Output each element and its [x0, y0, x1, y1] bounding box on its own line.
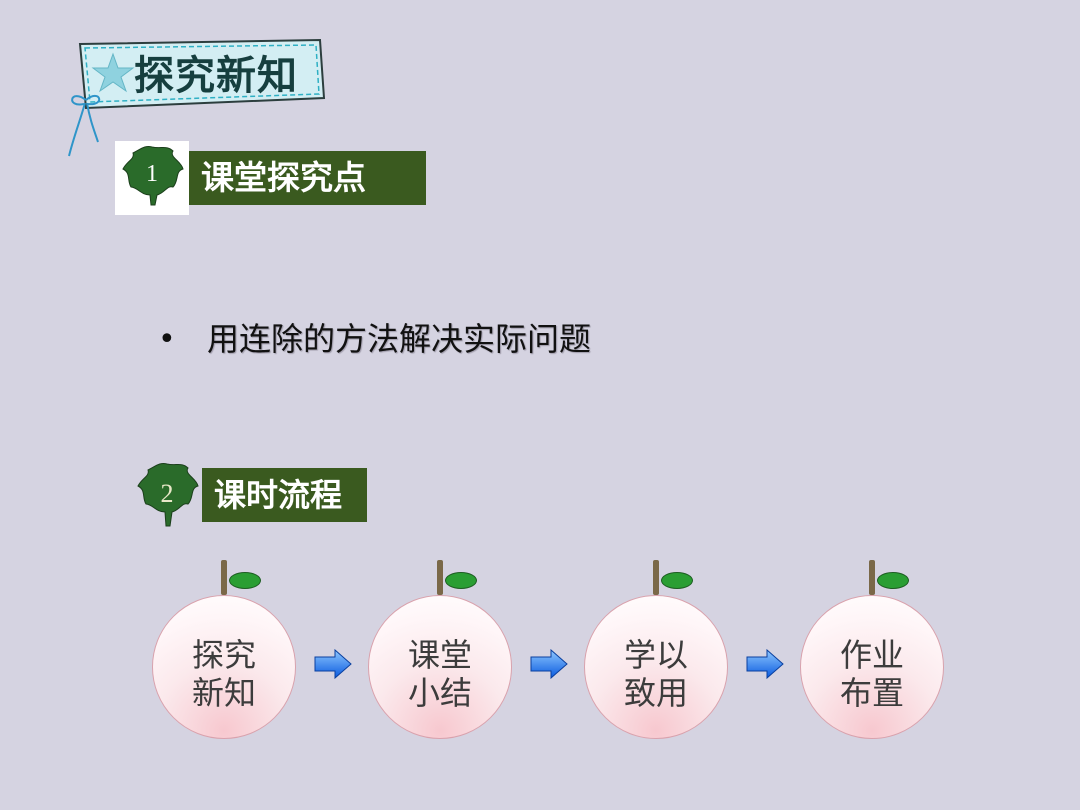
apple-leaf-icon	[877, 572, 909, 589]
flow-step-label: 作业 布置	[839, 636, 904, 712]
apple-stem	[653, 560, 659, 595]
leaf-number-badge-1: 1	[115, 141, 189, 215]
apple-stem	[221, 560, 227, 595]
apple-stem	[869, 560, 875, 595]
flow-step-label: 探究 新知	[191, 636, 256, 712]
bullet-text: 用连除的方法解决实际问题	[207, 320, 592, 358]
leaf-icon	[122, 146, 184, 206]
flow-step-label: 课堂 小结	[407, 636, 472, 712]
title-banner	[68, 38, 326, 157]
bullet-marker: •	[158, 322, 176, 357]
ribbon-icon	[68, 94, 100, 157]
page-title: 探究新知	[134, 53, 298, 99]
section-title-2: 课时流程	[202, 468, 367, 522]
arrow-right-icon	[530, 649, 568, 679]
apple-leaf-icon	[661, 572, 693, 589]
section-number-2: 2	[161, 479, 174, 508]
flow-step-2: 课堂 小结	[368, 595, 512, 739]
apple-leaf-icon	[445, 572, 477, 589]
arrow-right-icon	[314, 649, 352, 679]
flow-step-1: 探究 新知	[152, 595, 296, 739]
section-title-1: 课堂探究点	[189, 151, 426, 205]
flow-step-label: 学以 致用	[623, 636, 688, 712]
leaf-number-badge-2: 2	[137, 463, 199, 527]
flow-step-4: 作业 布置	[800, 595, 944, 739]
leaf-icon	[137, 463, 199, 527]
section-number-1: 1	[146, 161, 158, 187]
star-icon	[91, 52, 135, 93]
flow-step-3: 学以 致用	[584, 595, 728, 739]
apple-stem	[437, 560, 443, 595]
apple-leaf-icon	[229, 572, 261, 589]
arrow-right-icon	[746, 649, 784, 679]
